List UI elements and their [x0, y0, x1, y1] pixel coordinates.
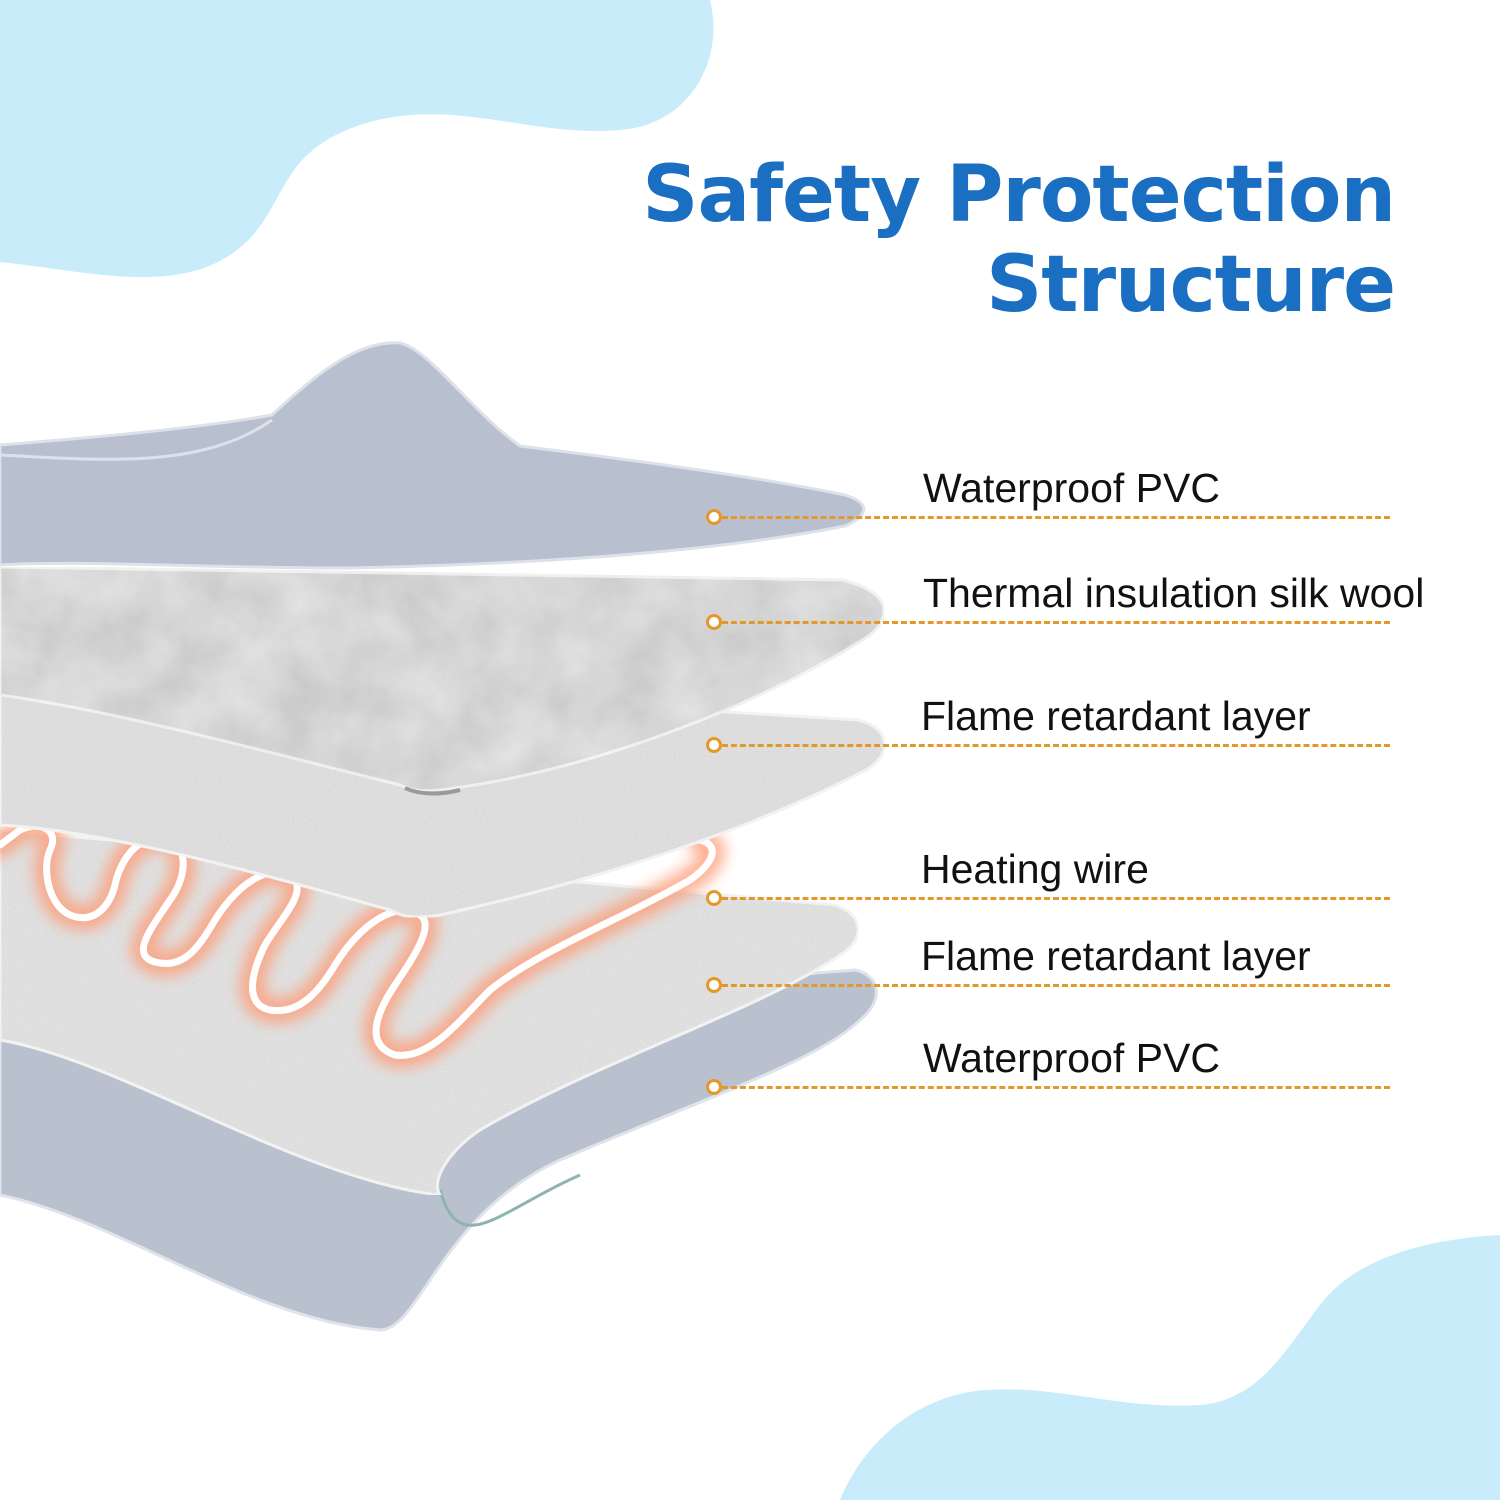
layer-bottom-pvc-rim	[438, 1173, 581, 1227]
layer-label: Thermal insulation silk wool	[923, 570, 1425, 616]
page-title: Safety Protection Structure	[642, 150, 1396, 330]
callout-dot	[706, 890, 722, 906]
layer-callout-lower-flame: Flame retardant layer	[706, 933, 1500, 993]
layer-top-pvc-fold	[0, 418, 273, 461]
layer-label: Waterproof PVC	[923, 1035, 1220, 1081]
layer-top-pvc	[0, 341, 866, 570]
layer-silk-wool-edge	[404, 786, 461, 796]
layer-callout-bottom-pvc: Waterproof PVC	[706, 1035, 1500, 1095]
layer-callout-top-pvc: Waterproof PVC	[706, 465, 1500, 525]
callout-leader-line	[722, 516, 1390, 519]
callout-dot	[706, 509, 722, 525]
layer-silk-wool	[0, 565, 886, 793]
callout-dot	[706, 1079, 722, 1095]
callout-leader-line	[722, 621, 1390, 624]
title-line-1: Safety Protection	[642, 150, 1396, 240]
layer-label: Flame retardant layer	[921, 933, 1311, 979]
callout-leader-line	[722, 984, 1390, 987]
callout-dot	[706, 614, 722, 630]
callout-leader-line	[722, 897, 1390, 900]
layer-callout-heating-wire: Heating wire	[706, 846, 1500, 906]
title-line-2: Structure	[986, 240, 1396, 330]
callout-dot	[706, 737, 722, 753]
callout-leader-line	[722, 1086, 1390, 1089]
bottom-right-blob	[840, 1235, 1500, 1500]
callout-dot	[706, 977, 722, 993]
layer-label: Flame retardant layer	[921, 693, 1311, 739]
layer-callout-silk-wool: Thermal insulation silk wool	[706, 570, 1500, 630]
callout-leader-line	[722, 744, 1390, 747]
top-left-blob	[0, 0, 714, 278]
heating-wire	[0, 822, 716, 1059]
layer-callout-upper-flame: Flame retardant layer	[706, 693, 1500, 753]
layer-label: Heating wire	[921, 846, 1149, 892]
layer-label: Waterproof PVC	[923, 465, 1220, 511]
